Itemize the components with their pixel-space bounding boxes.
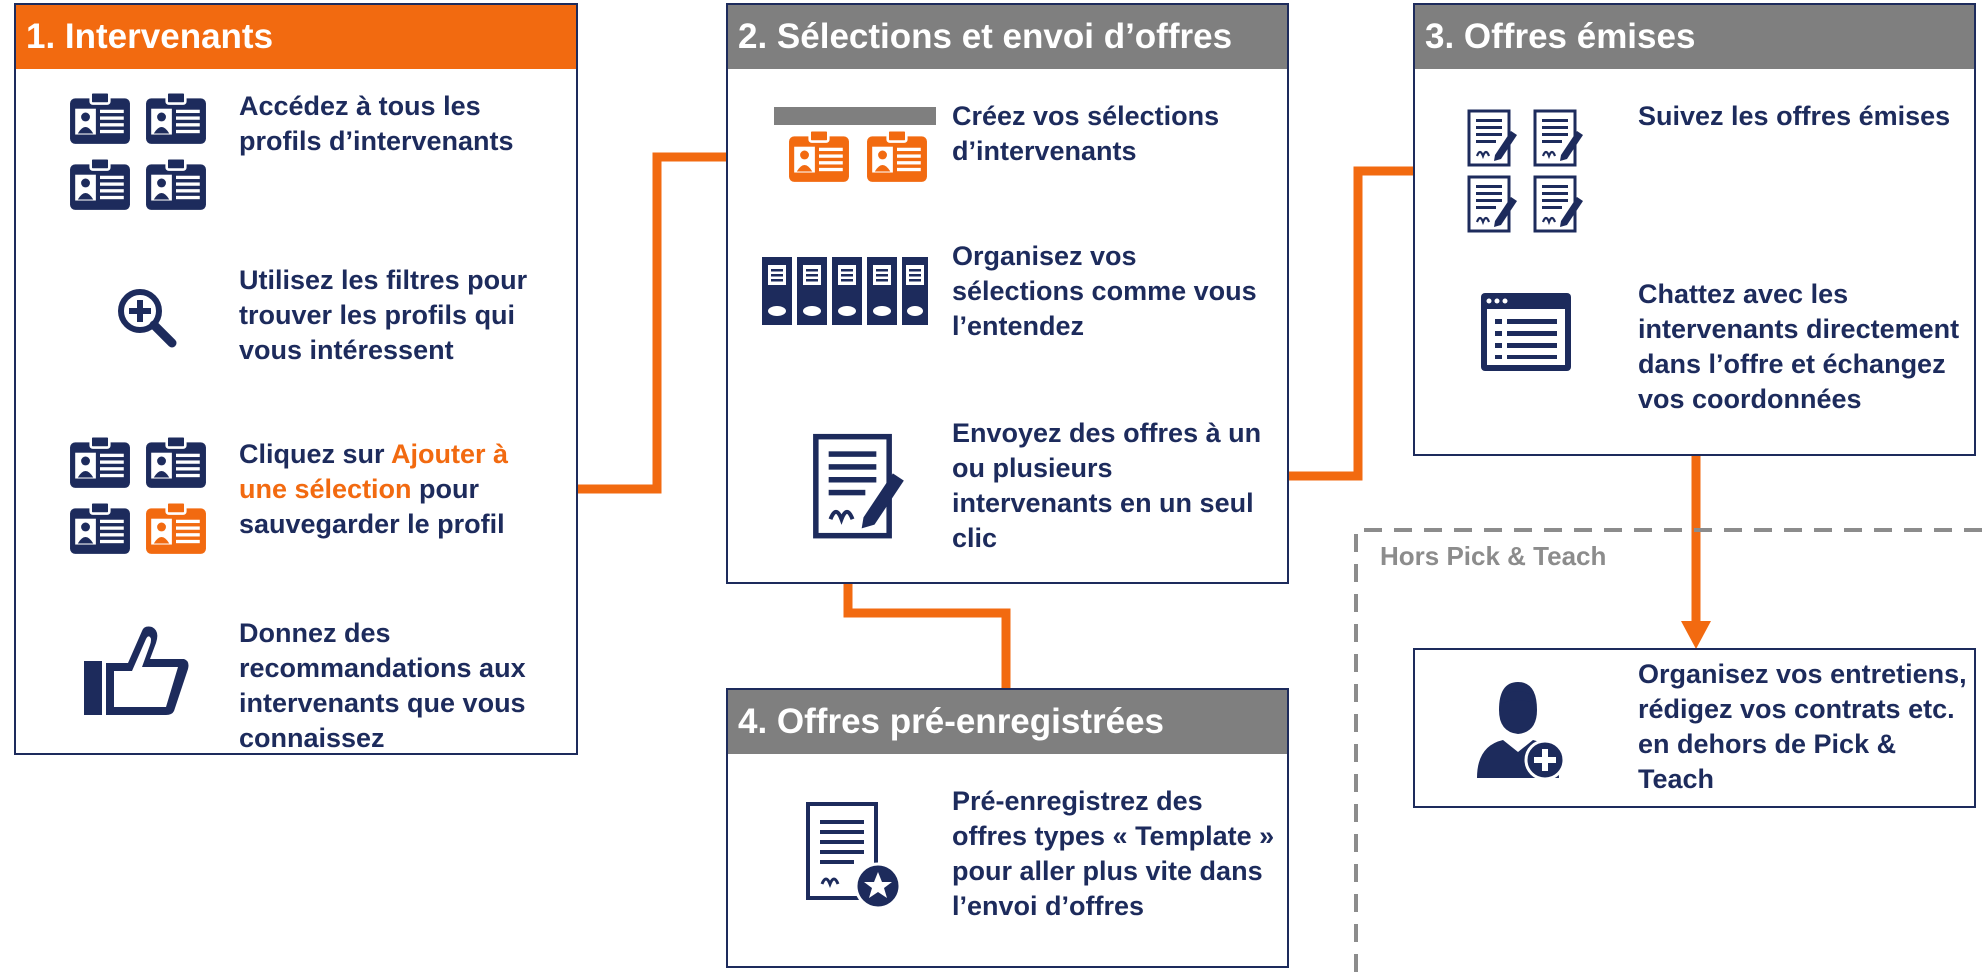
signed-document-icon [812,433,904,543]
signed-document-icon [1467,109,1597,237]
panel1-item3-text: Cliquez sur Ajouter à une sélection pour… [239,437,559,542]
panel1-item2-text: Utilisez les filtres pour trouver les pr… [239,265,528,365]
id-badge-icon [774,107,936,185]
panel-title: 4. Offres pré-enregistrées [728,690,1287,754]
template-document-star-icon [804,800,904,912]
panel3-item2-text: Chattez avec les intervenants directemen… [1638,279,1960,414]
panel2-item2-text: Organisez vos sélections comme vous l’en… [952,241,1257,341]
id-badge-icon [69,435,209,557]
arrowhead-3 [1681,621,1711,649]
magnifier-plus-icon [112,283,182,353]
outside-item1-text: Organisez vos entretiens, rédigez vos co… [1638,659,1967,794]
panel-intervenants: 1. Intervenants Accédez à tous les profi… [14,3,578,755]
panel3-item1-text: Suivez les offres émises [1638,101,1951,131]
add-to-selection-highlight: Ajouter à une sélection [239,439,509,504]
panel-selections: 2. Sélections et envoi d’offres Créez vo… [726,3,1289,584]
user-add-icon [1473,676,1567,784]
panel2-item3-text: Envoyez des offres à un ou plusieurs int… [952,418,1262,553]
panel1-item1-text: Accédez à tous les profils d’intervenant… [239,91,514,156]
panel-title: 2. Sélections et envoi d’offres [728,5,1287,69]
panel-title: 1. Intervenants [16,5,576,69]
binders-icon [760,255,930,327]
outside-zone-label: Hors Pick & Teach [1380,541,1607,571]
item3-prefix: Cliquez sur [239,439,392,469]
panel4-item1-text: Pré-enregistrez des offres types « Templ… [952,786,1275,921]
selection-bar [774,107,936,125]
browser-window-icon [1479,291,1573,373]
panel-hors-pick-teach: Organisez vos entretiens, rédigez vos co… [1413,648,1976,808]
item3-suffix: pour sauvegarder le profil [239,474,505,539]
panel-offres-pre-enregistrees: 4. Offres pré-enregistrées Pré-enregistr… [726,688,1289,968]
id-badge-icon [69,91,209,213]
panel-offres-emises: 3. Offres émises Suivez les offres émise… [1413,3,1976,456]
panel-title: 3. Offres émises [1415,5,1974,69]
thumbs-up-icon [82,623,192,719]
panel1-item4-text: Donnez des recommandations aux intervena… [239,618,526,753]
panel2-item1-text: Créez vos sélections d’intervenants [952,101,1220,166]
